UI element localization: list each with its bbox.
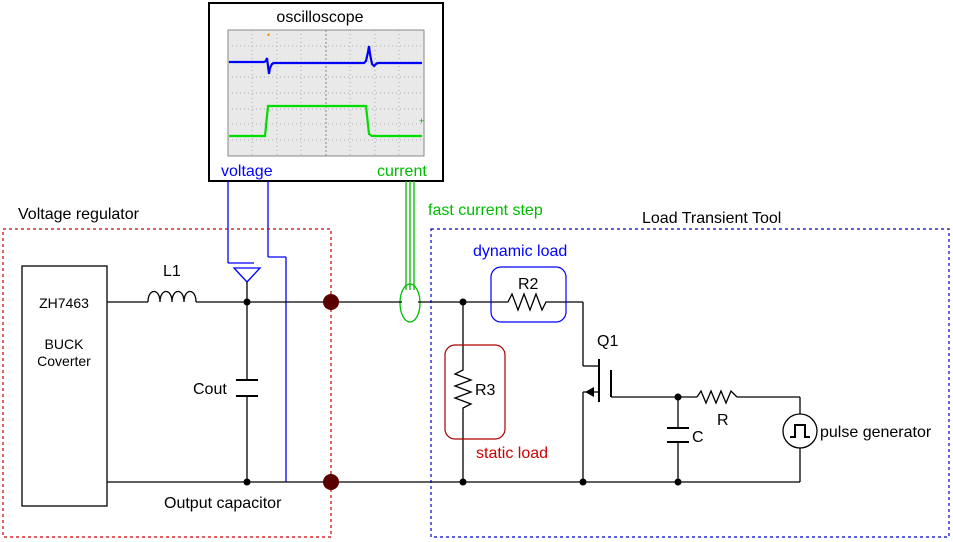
converter-type-line2: Coverter	[37, 353, 91, 369]
pulse-waveform-icon	[790, 424, 810, 438]
voltage-probe-tip-icon	[232, 267, 262, 283]
resistor-r3	[453, 366, 473, 412]
capacitor-label: Cout	[193, 381, 227, 398]
pulse-generator: pulse generator	[782, 413, 932, 449]
buck-converter-block	[21, 265, 108, 507]
c-label: C	[692, 429, 704, 446]
capacitor-c: C	[667, 427, 704, 446]
converter-type-line1: BUCK	[45, 336, 85, 352]
r3-label: R3	[475, 382, 496, 399]
r2-label: R2	[518, 276, 539, 293]
current-trace	[229, 104, 422, 138]
voltage-regulator-boundary	[2, 228, 332, 538]
voltage-probe	[227, 181, 287, 482]
r-label: R	[717, 412, 729, 429]
output-capacitor-caption: Output capacitor	[164, 495, 282, 512]
current-clamp-icon	[399, 283, 421, 323]
current-label: current	[377, 163, 427, 180]
static-load-label: static load	[476, 445, 548, 462]
inductor-label: L1	[163, 263, 181, 280]
oscilloscope: oscilloscope • + voltage current	[208, 2, 444, 182]
inductor-l1: L1	[147, 263, 197, 303]
load-transient-tool-title: Load Transient Tool	[642, 210, 781, 227]
junction-dots	[243, 298, 682, 486]
circuit-wires	[107, 282, 801, 483]
pulse-generator-label: pulse generator	[820, 424, 932, 441]
load-transient-tool-boundary	[430, 228, 950, 538]
dynamic-load-box	[490, 266, 567, 323]
mosfet-q1: Q1	[585, 333, 618, 402]
voltage-trace	[229, 45, 422, 75]
capacitor-cout: Cout	[193, 379, 258, 398]
trigger-marker: •	[267, 30, 270, 40]
resistor-r2	[491, 292, 566, 312]
pulse-generator-source	[782, 413, 818, 449]
voltage-label: voltage	[221, 163, 273, 180]
current-probe	[399, 181, 421, 323]
mosfet-arrow-icon	[585, 387, 594, 397]
static-load-box	[444, 344, 506, 440]
fast-current-step-label: fast current step	[428, 202, 543, 219]
resistor-r	[696, 389, 738, 405]
dynamic-load-label: dynamic load	[473, 243, 567, 260]
connection-terminals	[323, 294, 339, 490]
oscilloscope-title: oscilloscope	[276, 9, 363, 26]
channel-marker: +	[419, 116, 424, 126]
chip-label: ZH7463	[39, 295, 89, 311]
voltage-regulator-title: Voltage regulator	[18, 206, 140, 223]
q1-label: Q1	[597, 333, 618, 350]
